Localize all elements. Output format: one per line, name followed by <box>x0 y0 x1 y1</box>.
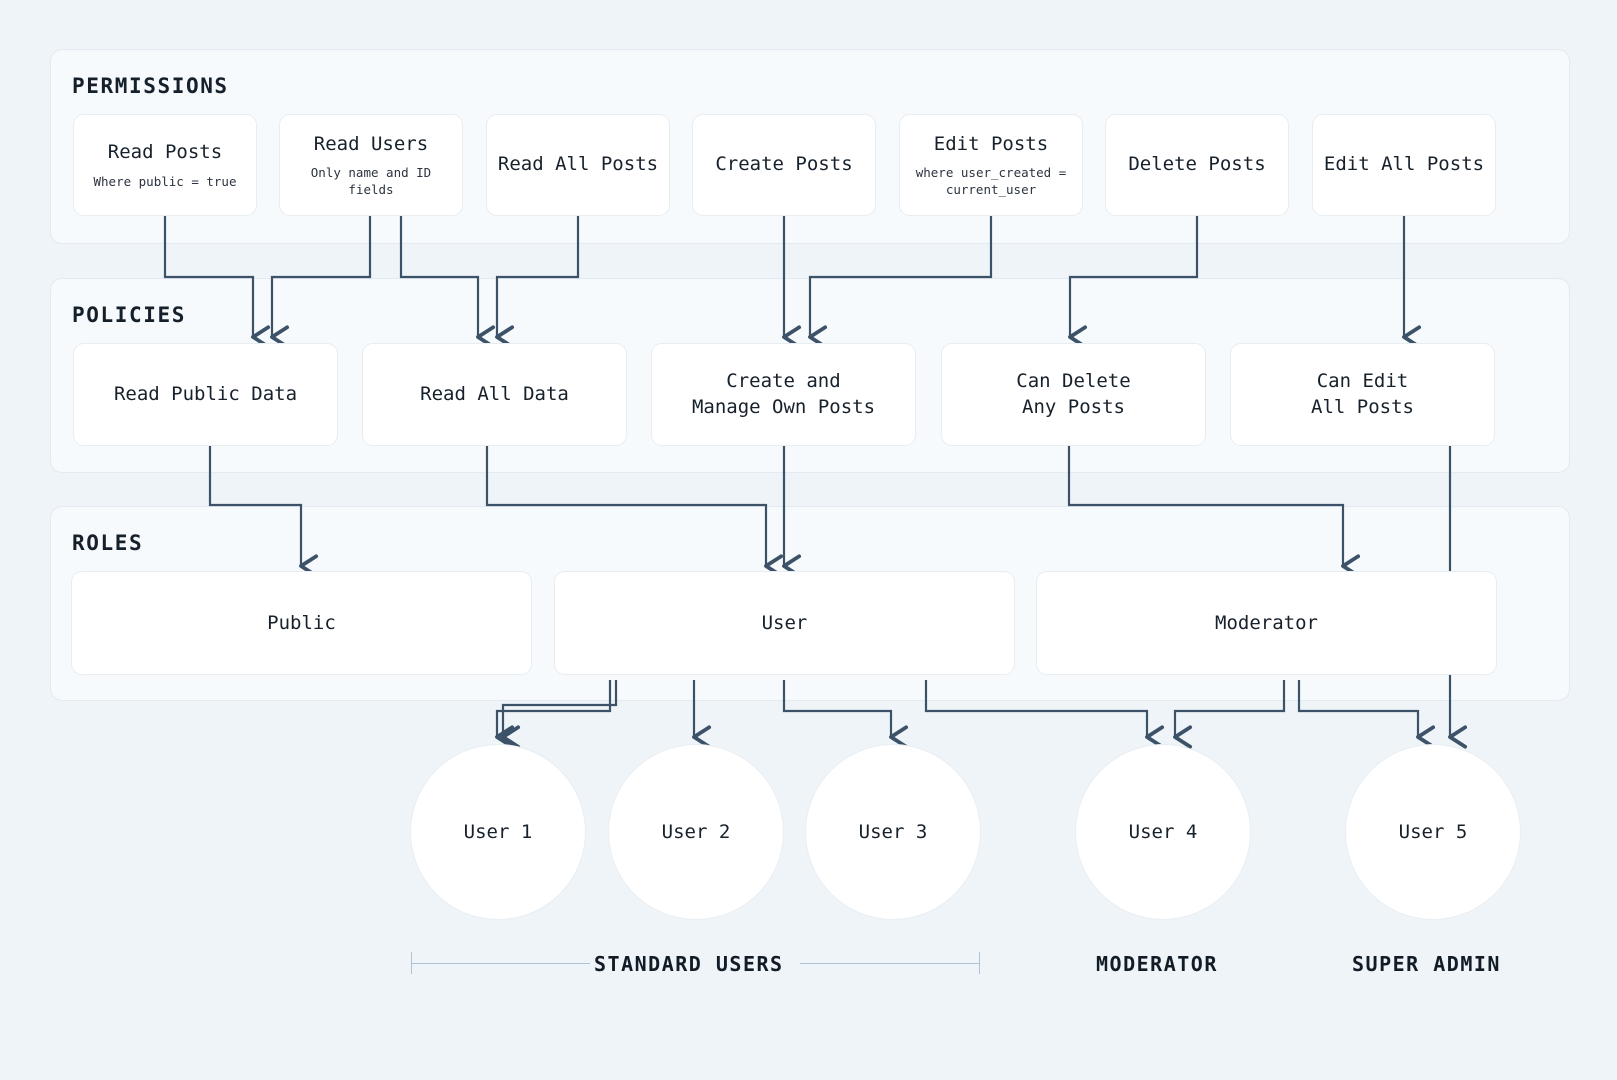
user-node-user-2[interactable]: User 2 <box>608 744 784 920</box>
permission-title: Delete Posts <box>1128 153 1266 176</box>
user-node-user-5[interactable]: User 5 <box>1345 744 1521 920</box>
group-label-super-admin: SUPER ADMIN <box>1352 952 1501 976</box>
permission-card-read-all-posts[interactable]: Read All Posts <box>486 114 670 216</box>
permission-title: Edit All Posts <box>1323 153 1485 176</box>
policy-title: Can Delete Any Posts <box>1016 369 1131 418</box>
role-bar-moderator[interactable]: Moderator <box>1036 571 1497 675</box>
permission-card-delete-posts[interactable]: Delete Posts <box>1105 114 1289 216</box>
user-label: User 5 <box>1398 821 1468 843</box>
role-label: Moderator <box>1215 612 1318 634</box>
policy-card-read-all-data[interactable]: Read All Data <box>362 343 627 446</box>
roles-section-title: ROLES <box>72 531 144 555</box>
permission-card-edit-all-posts[interactable]: Edit All Posts <box>1312 114 1496 216</box>
permission-title: Read All Posts <box>497 153 659 176</box>
role-label: User <box>761 612 808 634</box>
standard-users-bracket-right-line <box>800 963 979 964</box>
permission-title: Read Users <box>313 132 429 155</box>
user-node-user-3[interactable]: User 3 <box>805 744 981 920</box>
permission-title: Edit Posts <box>933 132 1049 155</box>
standard-users-bracket-right-cap <box>979 952 980 974</box>
group-label-standard-users: STANDARD USERS <box>594 952 784 976</box>
user-node-user-1[interactable]: User 1 <box>410 744 586 920</box>
policy-title: Create and Manage Own Posts <box>691 369 876 418</box>
role-bar-user[interactable]: User <box>554 571 1015 675</box>
permission-title: Create Posts <box>715 153 853 176</box>
user-node-user-4[interactable]: User 4 <box>1075 744 1251 920</box>
user-label: User 1 <box>463 821 533 843</box>
permissions-section-title: PERMISSIONS <box>72 74 229 98</box>
user-label: User 4 <box>1128 821 1198 843</box>
permission-card-edit-posts[interactable]: Edit Posts where user_created = current_… <box>899 114 1083 216</box>
permission-card-create-posts[interactable]: Create Posts <box>692 114 876 216</box>
permission-subtitle: Where public = true <box>93 173 237 189</box>
policy-card-can-edit-all-posts[interactable]: Can Edit All Posts <box>1230 343 1495 446</box>
permission-subtitle: where user_created = current_user <box>915 165 1067 197</box>
policy-title: Can Edit All Posts <box>1311 369 1414 418</box>
policy-title: Read Public Data <box>113 382 298 405</box>
role-label: Public <box>267 612 336 634</box>
role-bar-public[interactable]: Public <box>71 571 532 675</box>
user-label: User 2 <box>661 821 731 843</box>
permission-title: Read Posts <box>107 140 223 163</box>
user-label: User 3 <box>858 821 928 843</box>
policy-card-create-and-manage-own-posts[interactable]: Create and Manage Own Posts <box>651 343 916 446</box>
group-label-moderator: MODERATOR <box>1096 952 1218 976</box>
policy-card-can-delete-any-posts[interactable]: Can Delete Any Posts <box>941 343 1206 446</box>
permission-card-read-posts[interactable]: Read Posts Where public = true <box>73 114 257 216</box>
policy-title: Read All Data <box>420 382 569 405</box>
policy-card-read-public-data[interactable]: Read Public Data <box>73 343 338 446</box>
permission-subtitle: Only name and ID fields <box>310 165 432 197</box>
permission-card-read-users[interactable]: Read Users Only name and ID fields <box>279 114 463 216</box>
policies-section-title: POLICIES <box>72 303 186 327</box>
standard-users-bracket-left-line <box>411 963 590 964</box>
